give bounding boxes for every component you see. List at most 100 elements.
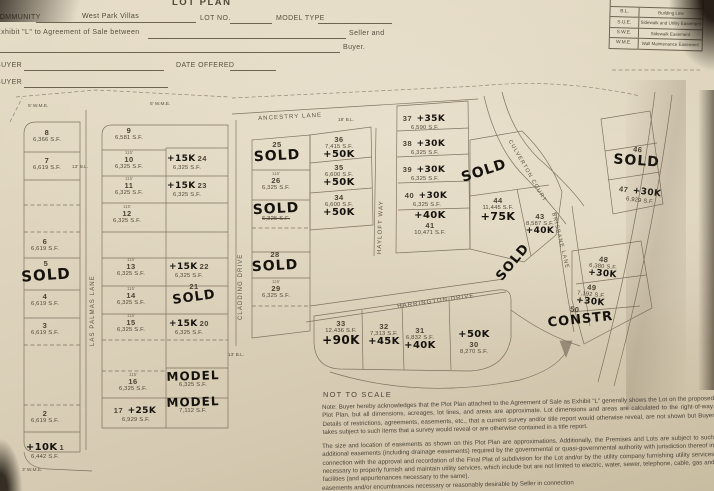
lot-number: 4 [42, 292, 48, 301]
lot-number: 29 [271, 283, 281, 293]
buyer2-label: BUYER [0, 79, 23, 86]
lot-number: 3 [42, 321, 48, 330]
lot-annotation: +50K [323, 177, 355, 189]
lot-number-row: 39 +30K [398, 159, 452, 176]
lot-area: 6,600 S.F. [324, 202, 354, 209]
easement-label: 5' W.M.E. [28, 104, 49, 109]
lot-annotation: SOLD [493, 241, 533, 284]
lot-number: 23 [197, 181, 207, 190]
buyer-name-line [0, 42, 340, 53]
lot-number: 16 [128, 376, 138, 386]
lot-number: 40 [404, 191, 415, 200]
lot-number-row: 40 +30K [400, 185, 454, 202]
date-offered-label: DATE OFFERED [176, 62, 235, 69]
lot-area: 6,325 S.F. [116, 270, 146, 277]
lot-annotation: +75K [480, 210, 516, 224]
lot-dimension: 115' [124, 150, 134, 155]
lot-number: 33 [336, 319, 346, 328]
community-line [36, 12, 196, 23]
lot-area: 6,325 S.F. [116, 326, 146, 333]
lot-number: 37 [402, 114, 413, 123]
lot-annotation: MODEL [166, 368, 220, 384]
lot-number: 15 [126, 317, 136, 327]
lot-annotation: +40K [414, 210, 446, 221]
lot-number: 36 [334, 135, 344, 144]
lot-number: 8 [44, 128, 50, 137]
lot-number: 35 [334, 163, 344, 172]
lot-annotation: SOLD [251, 256, 299, 276]
lot-area: 6,600 S.F. [324, 172, 354, 179]
lot-annotation: +40K [525, 226, 555, 237]
lot-number: 43 [535, 212, 545, 221]
lot-number-row: 38 +30K [398, 133, 452, 150]
lot-area: 6,619 S.F. [32, 165, 62, 172]
model-type-line [318, 13, 392, 24]
lot-dimension: 115' [128, 372, 138, 377]
lot-no-label: LOT NO. [200, 15, 231, 22]
lot-number: 5 [43, 259, 49, 268]
lot-area: 8,587 S.F. [525, 221, 555, 228]
model-type-label: MODEL TYPE [276, 15, 325, 22]
lot-number: 47 [618, 184, 629, 195]
lot-number: 39 [402, 165, 413, 174]
lot-dimension: 115' [271, 279, 281, 284]
community-value: West Park Villas [82, 13, 140, 20]
lot-annotation: CONSTR [546, 308, 614, 331]
exhibit-line-label: Exhibit "L" to Agreement of Sale between [0, 29, 140, 36]
lot-number: 11 [124, 180, 134, 190]
lot-area: 6,325 S.F. [112, 217, 142, 224]
lot-area: 7,112 S.F. [179, 408, 207, 414]
lot-number: 7 [44, 156, 50, 165]
buyer2-line [24, 77, 168, 88]
lot-number: 13 [126, 261, 136, 271]
lot-number: 28 [270, 250, 280, 259]
lot-area: 6,325 S.F. [261, 292, 291, 299]
lot-area: 8,270 S.F. [459, 348, 489, 355]
seller-and-label: Seller and [349, 30, 385, 37]
date-offered-line [230, 60, 276, 71]
lot-annotation: +50K [458, 329, 490, 340]
lot-annotation: +15K [167, 154, 196, 164]
lot-area: 6,929 S.F. [121, 417, 151, 424]
lot-area: 6,590 S.F. [410, 125, 440, 132]
lot-area: 6,325 S.F. [172, 192, 202, 199]
buyer-line [24, 60, 164, 71]
lot-area: 6,325 S.F. [412, 202, 442, 209]
lot-number: 20 [199, 319, 209, 328]
lot-area: 6,325 S.F. [118, 385, 148, 392]
lot-annotation: +30K [416, 165, 446, 175]
lot-number: 12 [122, 208, 132, 218]
lot-dimension: 115' [124, 176, 134, 181]
lot-area: 6,325 S.F. [114, 189, 144, 196]
building-line-label: 13' B.L. [72, 165, 89, 170]
lot-number: 2 [42, 409, 48, 418]
lot-number: 38 [402, 139, 413, 148]
